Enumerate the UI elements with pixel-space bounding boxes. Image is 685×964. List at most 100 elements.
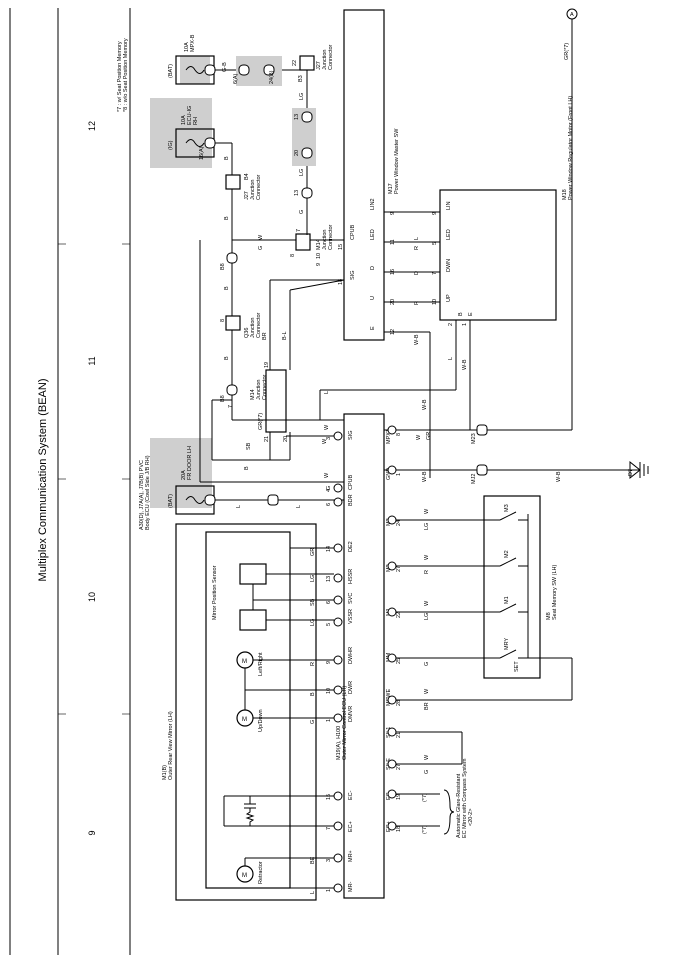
svg-text:1: 1 (462, 323, 468, 326)
svg-text:DE2: DE2 (348, 541, 354, 552)
svg-text:SIG: SIG (348, 431, 354, 440)
connector-m14-upper: M14 Junction Connector 7 8 10 9 (290, 224, 334, 266)
svg-text:J27: J27 (244, 191, 250, 200)
svg-text:Retractor: Retractor (258, 861, 264, 884)
svg-text:21: 21 (396, 732, 402, 738)
svg-text:15: 15 (338, 244, 344, 250)
svg-text:<20-2>: <20-2> (468, 809, 474, 826)
svg-text:5: 5 (326, 623, 332, 626)
svg-text:J27: J27 (316, 61, 322, 70)
svg-text:RH: RH (193, 117, 199, 125)
svg-text:M1: M1 (504, 596, 510, 604)
svg-text:FR DOOR LH: FR DOOR LH (187, 446, 193, 480)
svg-text:SB: SB (310, 598, 316, 606)
fuse-mpx-b: 10A MPX-B (BAT) (168, 34, 215, 85)
svg-text:20: 20 (283, 436, 289, 442)
wire-sig: W (286, 435, 334, 444)
svg-text:Outer Rear View Mirror (LH): Outer Rear View Mirror (LH) (168, 711, 174, 780)
svg-text:CPUB: CPUB (350, 224, 356, 240)
svg-text:14: 14 (326, 546, 332, 552)
svg-text:Power Window Master SW: Power Window Master SW (394, 128, 400, 194)
svg-text:Connector: Connector (262, 374, 268, 400)
connector-j27-upper: J27 Junction Connector (299, 44, 334, 71)
svg-text:M2: M2 (504, 550, 510, 558)
svg-text:M17: M17 (388, 183, 394, 194)
ecu-right-pins: 8 1 24 27 22 25 28 21 27 19 18 (387, 425, 402, 832)
svg-text:R: R (310, 662, 316, 666)
svg-text:(*7): (*7) (422, 825, 428, 834)
svg-text:B8: B8 (220, 263, 226, 270)
grid-number-9: 9 (87, 830, 97, 835)
svg-text:10A: 10A (181, 115, 187, 125)
svg-text:EC Mirror with Compass System: EC Mirror with Compass System (462, 758, 468, 838)
wires-ecu-seat-sw: W LG W R W LG G W BR (396, 508, 573, 710)
svg-text:6: 6 (326, 601, 332, 604)
svg-text:W: W (424, 600, 430, 606)
svg-text:W-B: W-B (556, 471, 562, 482)
svg-text:L: L (310, 891, 316, 894)
svg-text:Connector: Connector (328, 224, 334, 250)
svg-text:G: G (299, 210, 305, 214)
svg-text:Connector: Connector (328, 44, 334, 70)
svg-text:LG: LG (424, 613, 430, 620)
svg-text:B: B (224, 216, 230, 220)
svg-text:LIN2: LIN2 (370, 198, 376, 210)
svg-text:(BAT): (BAT) (168, 494, 174, 508)
svg-text:25: 25 (396, 658, 402, 664)
svg-text:6(A): 6(A) (233, 73, 239, 84)
svg-text:21: 21 (264, 436, 270, 442)
svg-text:UP: UP (446, 294, 452, 302)
svg-text:D: D (414, 271, 420, 275)
svg-text:Junction: Junction (256, 380, 262, 401)
mirror-position-sensor: Mirror Position Sensor GR LG SB LG (212, 547, 334, 631)
svg-text:7: 7 (326, 827, 332, 830)
motor-up-down: M Up/Down G (236, 690, 334, 732)
svg-text:8: 8 (396, 433, 402, 436)
svg-text:LG: LG (310, 619, 316, 626)
svg-text:28: 28 (396, 700, 402, 706)
svg-text:SET: SET (514, 661, 520, 672)
power-window-motor: M18 Power Window Regulator Motor (Front … (432, 96, 574, 326)
svg-text:GND: GND (386, 468, 392, 480)
svg-text:VSSR: VSSR (348, 609, 354, 624)
svg-text:W: W (324, 424, 330, 430)
svg-text:R: R (414, 301, 420, 305)
svg-text:W: W (424, 754, 430, 760)
svg-text:18: 18 (396, 826, 402, 832)
svg-text:10A: 10A (184, 42, 190, 52)
svg-text:R: R (414, 246, 420, 250)
svg-text:LED: LED (370, 229, 376, 240)
wires-ec-mirror: (*7) (*7) Automatic Glare-Resistant EC M… (396, 758, 474, 838)
svg-text:9: 9 (316, 263, 322, 266)
page-title: Multiplex Communication System (BEAN) (37, 379, 49, 582)
svg-text:B4: B4 (244, 173, 250, 180)
svg-text:W: W (324, 472, 330, 478)
svg-text:Up/Down: Up/Down (258, 709, 264, 732)
svg-text:1: 1 (396, 473, 402, 476)
svg-text:24: 24 (396, 520, 402, 526)
svg-text:G: G (258, 246, 264, 250)
svg-text:Junction: Junction (250, 318, 256, 339)
grid-number-10: 10 (87, 592, 97, 602)
svg-text:U: U (370, 296, 376, 300)
ecu-pin-labels: MPX1 SIG GND CPUB BDR M3 M2 M1 MM MSWE S… (348, 429, 392, 892)
svg-text:M19(A), H100: M19(A), H100 (336, 726, 342, 760)
svg-text:1: 1 (326, 719, 332, 722)
seat-memory-sw: M8 Seat Memory SW (LH) M3 M2 M1 MRY SET (483, 495, 558, 679)
svg-text:27: 27 (396, 764, 402, 770)
outer-mirror-control-ecu: M19(A), H100 Outer Mirror Control ECU (L… (336, 413, 385, 899)
wire-gnd: MJ2 W-B W-B D7 (384, 460, 649, 484)
svg-text:W: W (424, 554, 430, 560)
svg-text:19: 19 (396, 794, 402, 800)
svg-text:19: 19 (264, 362, 270, 368)
svg-text:G: G (424, 770, 430, 774)
svg-text:LG: LG (299, 93, 305, 100)
svg-text:LG: LG (310, 575, 316, 582)
svg-text:22: 22 (396, 612, 402, 618)
svg-text:13: 13 (294, 190, 300, 196)
svg-text:G-B: G-B (222, 62, 228, 72)
svg-text:Power Window Regulator Motor (: Power Window Regulator Motor (Front LH) (568, 96, 574, 200)
svg-text:10: 10 (432, 299, 438, 305)
svg-text:W: W (416, 434, 422, 440)
